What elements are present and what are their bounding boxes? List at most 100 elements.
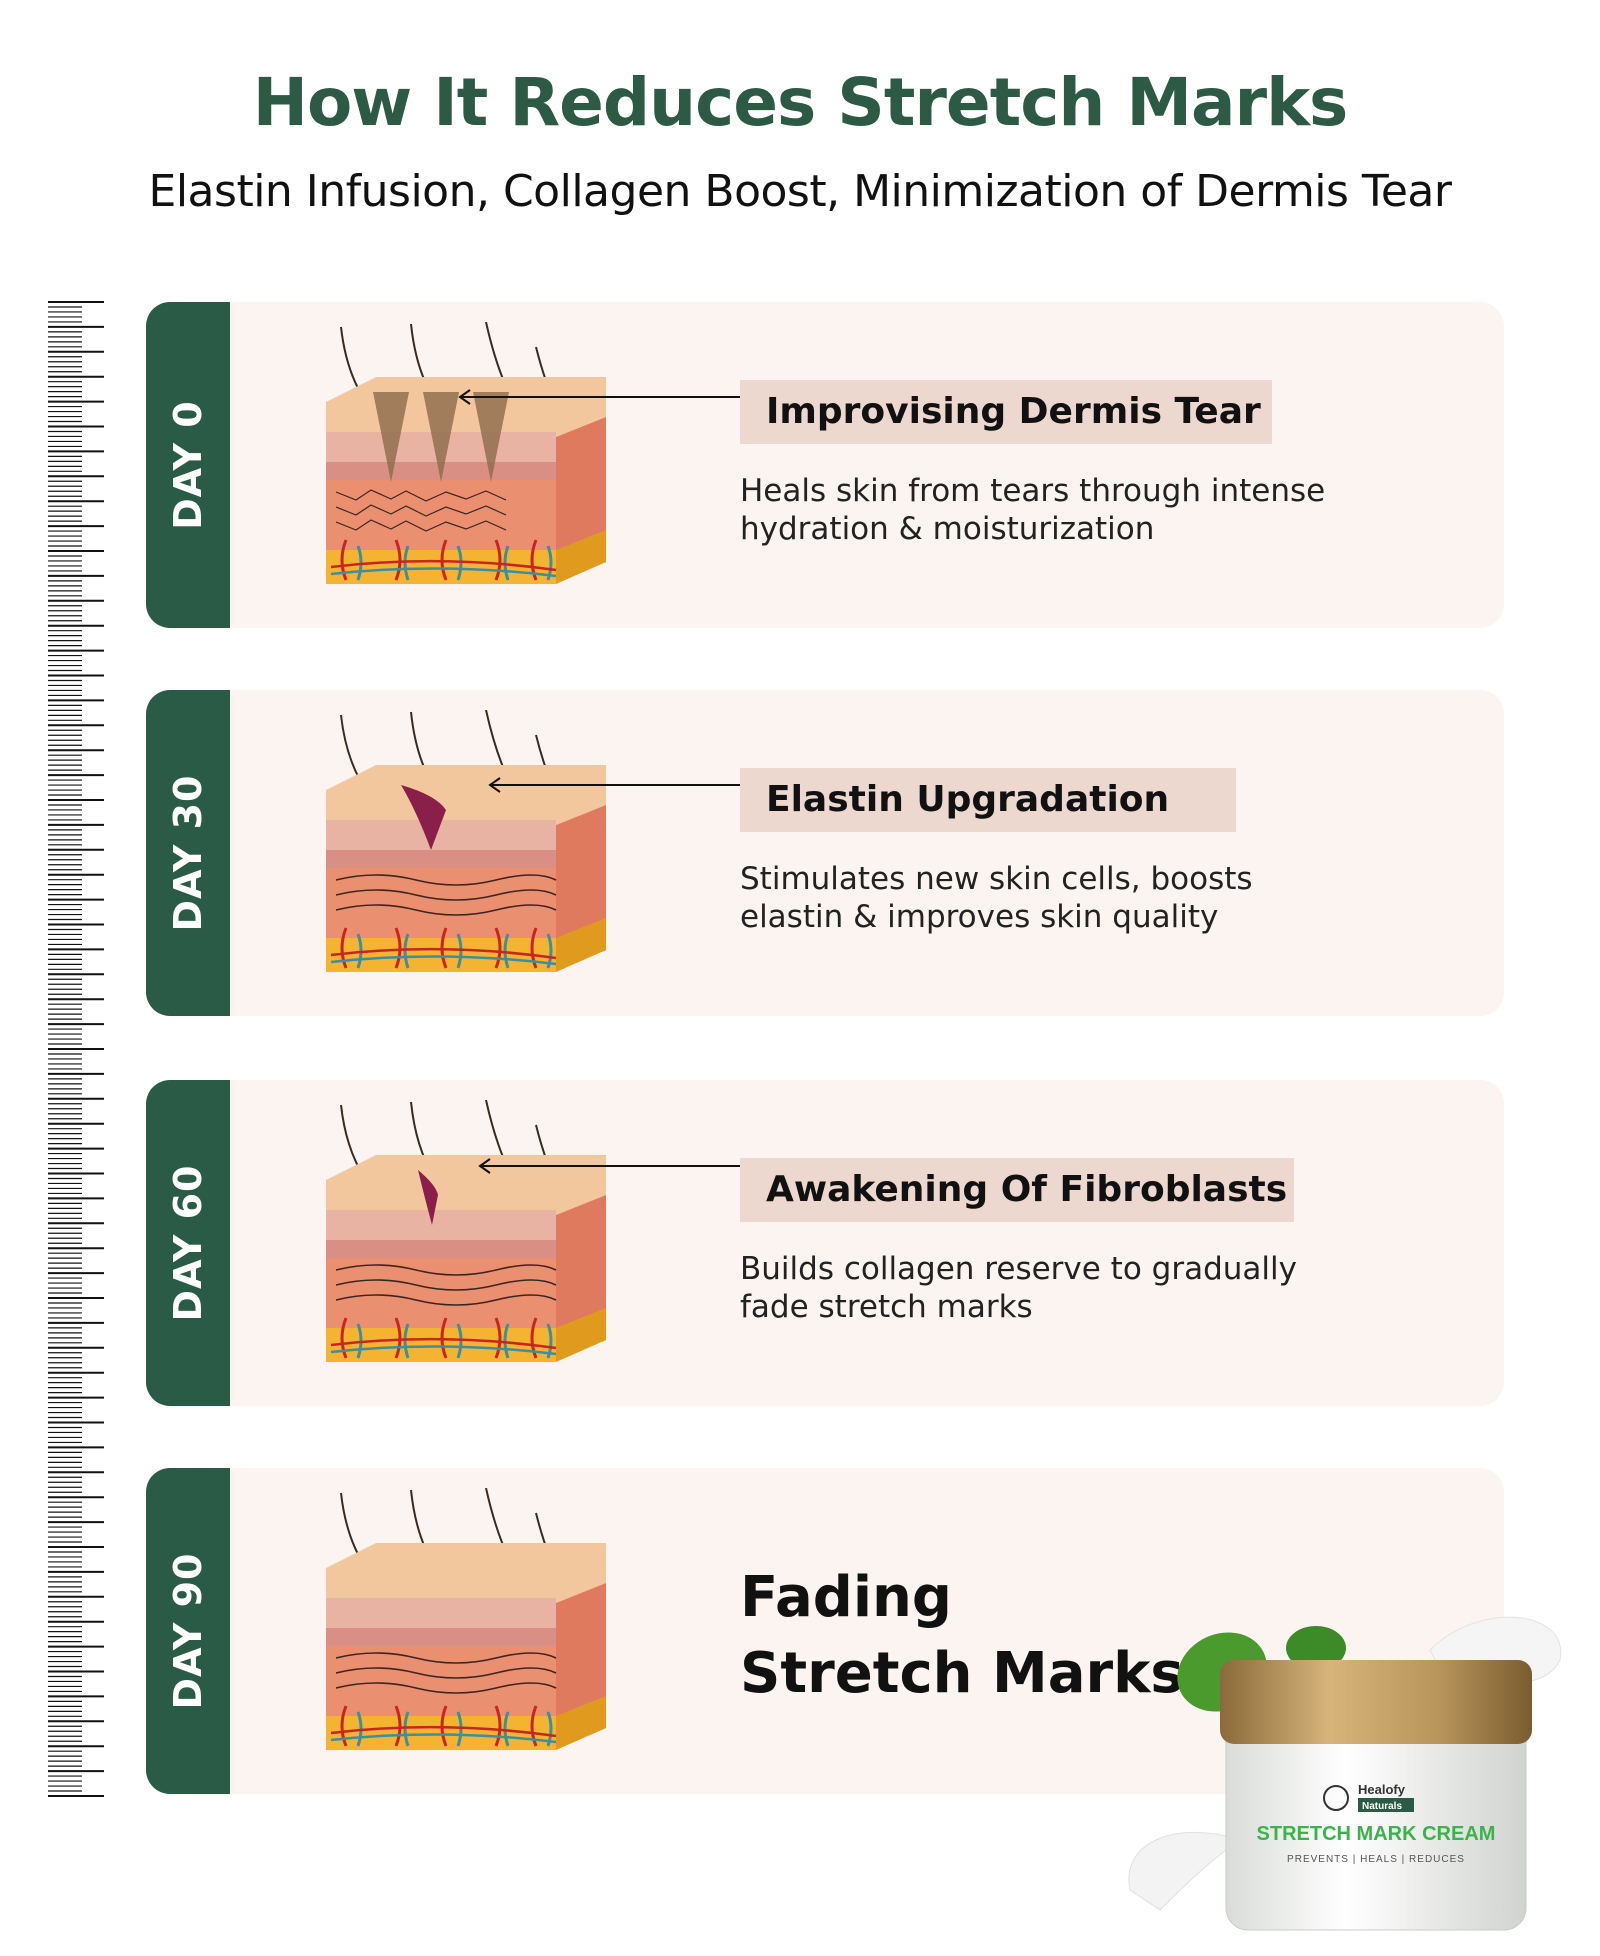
product-name: STRETCH MARK CREAM <box>1257 1823 1496 1845</box>
leaf-icon <box>1286 1626 1346 1670</box>
fat-layer-side <box>556 530 606 584</box>
vein <box>503 545 510 581</box>
brand-logo-icon <box>1323 1785 1349 1811</box>
blood-vessel <box>394 927 402 969</box>
vein <box>356 1323 363 1359</box>
brand-tag: Naturals <box>1362 1801 1402 1812</box>
collagen-fiber <box>335 1294 557 1306</box>
blood-vessel <box>530 1705 538 1747</box>
collagen-fiber <box>335 1652 557 1664</box>
collagen-fiber <box>335 889 557 901</box>
vein <box>356 933 363 969</box>
collagen-fiber <box>335 1682 557 1694</box>
vein <box>356 545 363 581</box>
day-label: DAY 0 <box>166 400 210 530</box>
skin-cross-section-illustration <box>326 322 606 584</box>
skin-surface <box>326 765 606 825</box>
skin-cross-section-illustration <box>326 710 606 972</box>
blood-vessel <box>340 927 348 969</box>
dermis-layer <box>326 868 556 938</box>
blood-vessel <box>330 947 557 960</box>
description-line: Heals skin from tears through intense <box>740 473 1326 509</box>
blood-vessel <box>530 539 538 581</box>
day-band: DAY 0 <box>146 302 230 628</box>
dermis-layer <box>326 1646 556 1716</box>
stage-description: Heals skin from tears through intense hy… <box>740 472 1360 548</box>
page-title: How It Reduces Stretch Marks <box>252 64 1349 141</box>
timeline-ruler <box>48 301 104 1797</box>
dotted-layer <box>326 1628 556 1646</box>
vein <box>503 1323 510 1359</box>
vein <box>330 1345 557 1356</box>
description-line: Stimulates new skin cells, boosts <box>740 861 1253 897</box>
dotted-layer <box>326 1240 556 1258</box>
fat-layer-side <box>556 1696 606 1750</box>
vein <box>546 1711 553 1747</box>
blood-vessel <box>494 1317 502 1359</box>
blood-vessel <box>394 1705 402 1747</box>
product-jar-image: Healofy Naturals STRETCH MARK CREAM PREV… <box>1128 1616 1562 1931</box>
product-tagline: PREVENTS | HEALS | REDUCES <box>1287 1854 1465 1865</box>
vein <box>330 567 557 578</box>
fat-layer-side <box>556 918 606 972</box>
final-heading-line: Stretch Marks <box>740 1641 1184 1706</box>
stage-heading: Awakening Of Fibroblasts <box>740 1158 1294 1222</box>
dermis-tear <box>473 392 509 482</box>
collagen-fiber <box>335 519 507 532</box>
collagen-fiber <box>335 1279 557 1291</box>
vein <box>546 1323 553 1359</box>
dermis-tear <box>373 392 409 482</box>
skin-surface <box>326 1155 606 1215</box>
vein <box>330 1733 557 1744</box>
skin-surface <box>326 377 606 437</box>
final-heading-line: Fading <box>740 1565 952 1630</box>
collagen-fiber <box>335 874 557 886</box>
description-line: elastin & improves skin quality <box>740 899 1219 935</box>
description-line: hydration & moisturization <box>740 511 1155 547</box>
blood-vessel <box>394 1317 402 1359</box>
day-label: DAY 60 <box>166 1164 210 1322</box>
stage-description: Builds collagen reserve to gradually fad… <box>740 1250 1360 1326</box>
stage-card-day-0: DAY 0 Improvising Dermis Tear Heals skin… <box>146 302 1504 628</box>
day-label: DAY 30 <box>166 774 210 932</box>
collagen-fiber <box>335 904 557 916</box>
final-stage-heading: Fading Stretch Marks <box>740 1560 1184 1712</box>
day-band: DAY 30 <box>146 690 230 1016</box>
jar-lid <box>1220 1660 1532 1744</box>
skin-cross-section-illustration <box>326 1100 606 1362</box>
collagen-fiber <box>335 1264 557 1276</box>
stretch-mark-scar <box>401 785 446 850</box>
vein <box>356 1711 363 1747</box>
blood-vessel <box>494 1705 502 1747</box>
skin-cross-section-illustration <box>326 1488 606 1750</box>
fat-layer-side <box>556 1308 606 1362</box>
brand-name: Healofy <box>1358 1782 1406 1797</box>
blood-vessel <box>330 559 557 572</box>
blood-vessel <box>494 539 502 581</box>
description-line: fade stretch marks <box>740 1289 1033 1325</box>
vein <box>503 1711 510 1747</box>
skin-surface <box>326 1543 606 1603</box>
dermis-layer <box>326 480 556 550</box>
cream-swirl-left <box>1128 1831 1242 1911</box>
vein <box>330 955 557 966</box>
dermis-layer <box>326 1258 556 1328</box>
collagen-fiber <box>335 504 507 517</box>
stage-heading: Improvising Dermis Tear <box>740 380 1272 444</box>
page-subtitle: Elastin Infusion, Collagen Boost, Minimi… <box>148 166 1452 217</box>
collagen-fiber <box>335 1667 557 1679</box>
blood-vessel <box>340 1705 348 1747</box>
stage-heading: Elastin Upgradation <box>740 768 1236 832</box>
vein <box>503 933 510 969</box>
blood-vessel <box>394 539 402 581</box>
collagen-fiber <box>335 489 507 502</box>
blood-vessel <box>340 539 348 581</box>
stage-card-day-60: DAY 60 Awakening Of Fibroblasts Builds c… <box>146 1080 1504 1406</box>
blood-vessel <box>330 1337 557 1350</box>
blood-vessel <box>340 1317 348 1359</box>
blood-vessel <box>330 1725 557 1738</box>
vein <box>546 545 553 581</box>
blood-vessel <box>530 927 538 969</box>
dotted-layer <box>326 850 556 868</box>
stage-description: Stimulates new skin cells, boosts elasti… <box>740 860 1360 936</box>
